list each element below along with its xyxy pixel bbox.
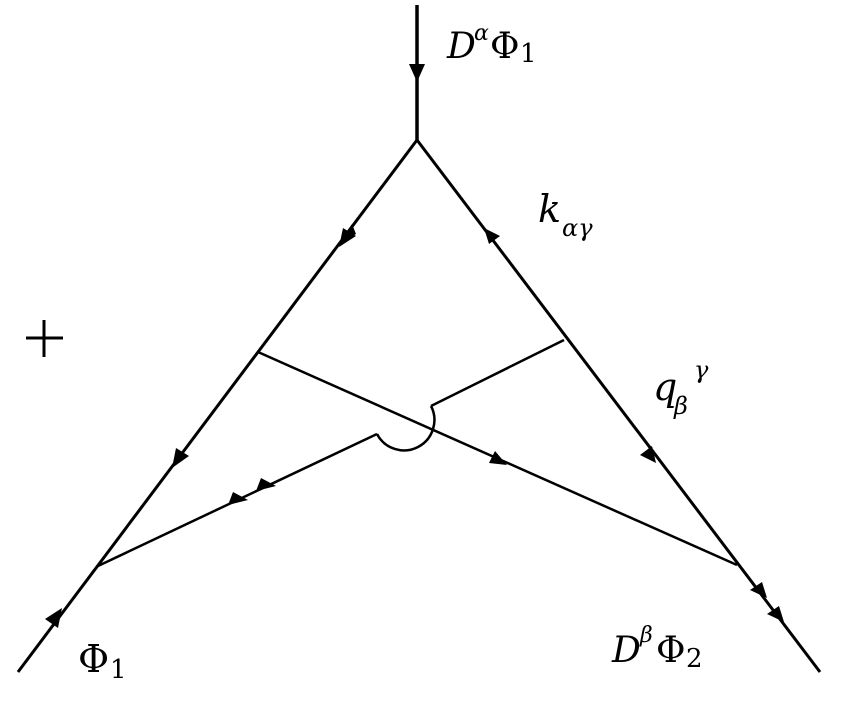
arrow-down-left-icon <box>339 228 356 247</box>
arrow-down-right-icon <box>767 606 784 622</box>
svg-text:2: 2 <box>686 644 703 674</box>
arrow-up-right-icon <box>228 492 248 505</box>
left-line-arrows <box>45 224 356 628</box>
arrow-down-icon <box>409 64 425 82</box>
svg-text:β: β <box>673 392 688 420</box>
arrow-up-right-icon <box>45 608 62 628</box>
svg-text:γ: γ <box>694 356 709 384</box>
svg-text:k: k <box>538 187 561 231</box>
right-propagator <box>415 139 822 673</box>
svg-text:D: D <box>611 630 641 671</box>
svg-text:Φ: Φ <box>656 630 686 671</box>
right-line-arrows <box>484 228 784 622</box>
arrow-down-right-icon <box>640 446 656 463</box>
arrow-up-right-icon <box>256 478 276 491</box>
arrow-up-left-icon <box>484 228 500 244</box>
svg-text:D: D <box>446 26 476 67</box>
plus-sign-icon <box>26 320 63 357</box>
label-q-beta-gamma: q β γ <box>653 356 709 420</box>
arrow-right-icon <box>489 451 507 465</box>
label-k-alpha-gamma: k αγ <box>538 187 593 242</box>
svg-text:αγ: αγ <box>562 214 593 242</box>
svg-text:Φ: Φ <box>78 637 109 681</box>
label-phi1-bottom-left: Φ 1 <box>78 637 127 685</box>
arrow-down-right-icon <box>750 582 767 598</box>
svg-text:q: q <box>653 365 677 409</box>
svg-text:Φ: Φ <box>490 26 520 67</box>
svg-text:β: β <box>639 623 653 648</box>
svg-text:1: 1 <box>110 655 127 685</box>
label-top-external: D α Φ 1 <box>446 21 537 69</box>
top-external-line <box>409 5 425 140</box>
arrow-down-left-icon <box>172 448 189 468</box>
svg-text:1: 1 <box>520 39 537 69</box>
svg-text:α: α <box>474 21 489 46</box>
label-bottom-right-external: D β Φ 2 <box>611 623 703 674</box>
lower-rung-arrows <box>228 478 276 505</box>
